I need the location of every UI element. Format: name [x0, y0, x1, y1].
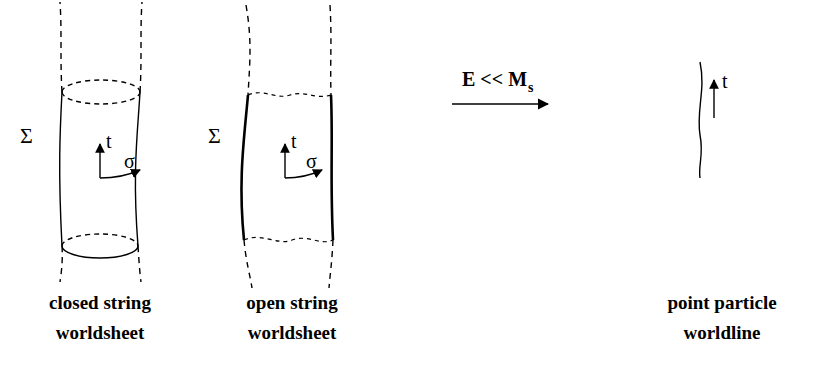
- caption: open string worldsheet: [222, 288, 362, 348]
- time-label: t: [106, 130, 112, 152]
- caption: closed string worldsheet: [30, 288, 170, 348]
- caption: point particle worldline: [652, 288, 792, 348]
- subscript: s: [528, 80, 533, 96]
- sigma-label: σ: [306, 150, 317, 172]
- time-label: t: [722, 70, 728, 92]
- surface-symbol: Σ: [20, 124, 33, 148]
- surface-symbol: Σ: [208, 124, 221, 148]
- sigma-label: σ: [124, 150, 135, 172]
- time-label: t: [291, 130, 297, 152]
- energy-condition: E << M: [462, 68, 527, 90]
